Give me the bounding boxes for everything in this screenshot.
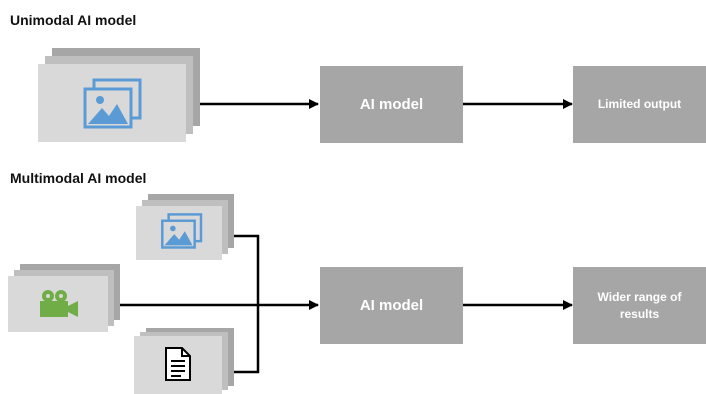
document-icon bbox=[165, 347, 191, 381]
unimodal-ai-model-box: AI model bbox=[320, 66, 463, 143]
multimodal-title: Multimodal AI model bbox=[10, 170, 147, 186]
video-camera-icon bbox=[40, 290, 78, 317]
unimodal-title: Unimodal AI model bbox=[10, 12, 137, 28]
limited-output-box: Limited output bbox=[573, 66, 706, 143]
wider-range-output-box: Wider range of results bbox=[573, 267, 706, 344]
multimodal-document-input-stack bbox=[134, 328, 236, 394]
image-gallery-icon bbox=[161, 213, 203, 249]
unimodal-image-input-stack bbox=[38, 48, 202, 144]
image-gallery-icon bbox=[83, 78, 142, 129]
multimodal-ai-model-box: AI model bbox=[320, 267, 463, 344]
multimodal-image-input-stack bbox=[136, 194, 234, 264]
multimodal-video-input-stack bbox=[8, 264, 120, 336]
